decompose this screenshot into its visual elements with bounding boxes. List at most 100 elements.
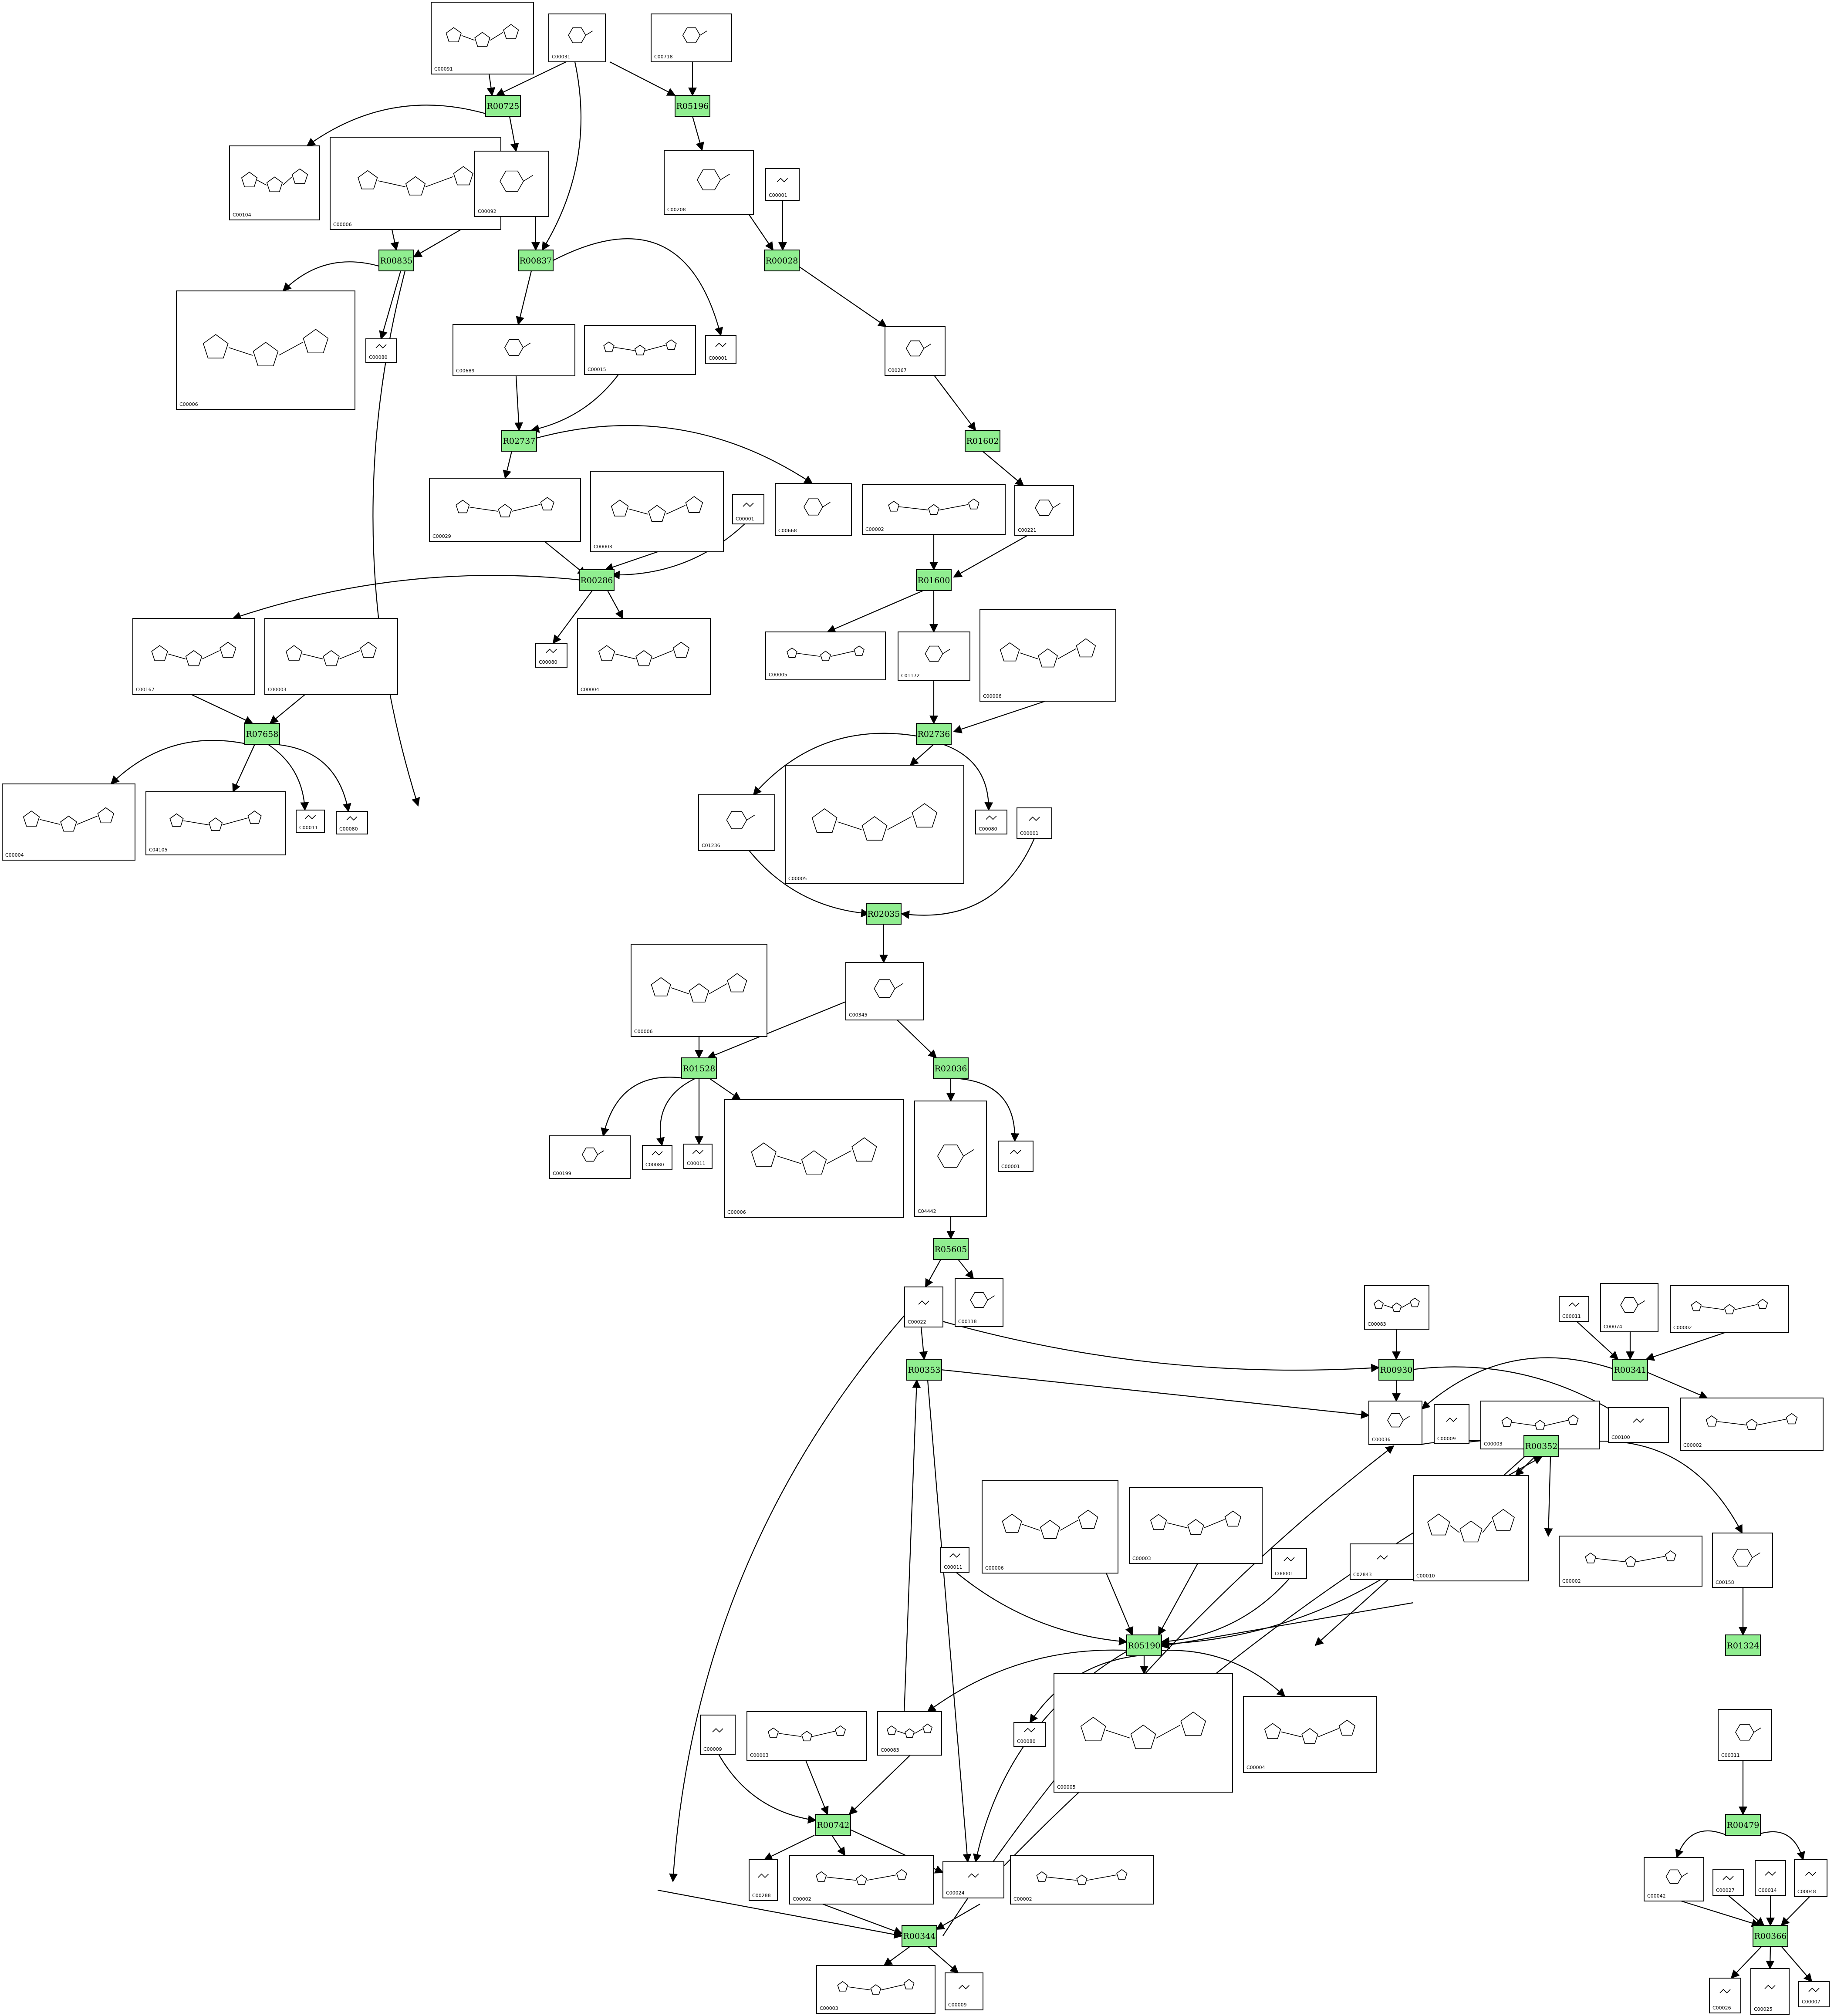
reaction-R01600[interactable]: R01600 xyxy=(916,569,952,591)
compound-C00022[interactable]: C00022 xyxy=(904,1287,943,1327)
compound-C00027[interactable]: C00027 xyxy=(1712,1869,1744,1896)
reaction-R02035[interactable]: R02035 xyxy=(866,903,902,925)
reaction-R00742[interactable]: R00742 xyxy=(815,1814,851,1836)
compound-C00004[interactable]: C00004 xyxy=(1243,1696,1377,1773)
compound-C00005[interactable]: C00005 xyxy=(785,765,964,884)
compound-C00003[interactable]: C00003 xyxy=(264,618,398,695)
reaction-R00028[interactable]: R00028 xyxy=(764,250,800,271)
compound-C00689[interactable]: C00689 xyxy=(453,324,575,376)
compound-C00011[interactable]: C00011 xyxy=(940,1547,969,1573)
reaction-R00286[interactable]: R00286 xyxy=(579,569,615,591)
compound-C00001[interactable]: C00001 xyxy=(998,1141,1034,1172)
compound-C00006[interactable]: C00006 xyxy=(724,1099,904,1218)
reaction-R00930[interactable]: R00930 xyxy=(1378,1359,1414,1381)
reaction-R00341[interactable]: R00341 xyxy=(1612,1359,1648,1381)
compound-C00015[interactable]: C00015 xyxy=(584,325,696,375)
compound-C00003[interactable]: C00003 xyxy=(590,471,724,552)
compound-C00002[interactable]: C00002 xyxy=(1670,1285,1789,1333)
compound-C00002[interactable]: C00002 xyxy=(789,1855,934,1905)
compound-C00104[interactable]: C00104 xyxy=(229,145,320,220)
compound-C00006[interactable]: C00006 xyxy=(176,290,355,410)
compound-C04442[interactable]: C04442 xyxy=(914,1101,987,1217)
reaction-R00366[interactable]: R00366 xyxy=(1753,1925,1788,1947)
reaction-R05605[interactable]: R05605 xyxy=(933,1238,969,1260)
reaction-R02736[interactable]: R02736 xyxy=(916,723,952,745)
compound-C00668[interactable]: C00668 xyxy=(775,483,852,536)
compound-C00092[interactable]: C00092 xyxy=(474,151,549,217)
compound-C00003[interactable]: C00003 xyxy=(816,1965,936,2014)
compound-C00158[interactable]: C00158 xyxy=(1712,1533,1773,1588)
compound-C00026[interactable]: C00026 xyxy=(1709,1978,1741,2013)
compound-C00718[interactable]: C00718 xyxy=(651,14,732,62)
compound-C00011[interactable]: C00011 xyxy=(296,810,325,833)
reaction-R00837[interactable]: R00837 xyxy=(518,250,554,271)
compound-C00221[interactable]: C00221 xyxy=(1014,485,1074,536)
reaction-R02737[interactable]: R02737 xyxy=(501,430,537,452)
compound-C00011[interactable]: C00011 xyxy=(683,1144,713,1169)
compound-C00009[interactable]: C00009 xyxy=(1434,1404,1469,1444)
reaction-R01528[interactable]: R01528 xyxy=(681,1057,717,1079)
compound-C00345[interactable]: C00345 xyxy=(845,962,924,1020)
compound-C00074[interactable]: C00074 xyxy=(1600,1283,1658,1332)
compound-C00080[interactable]: C00080 xyxy=(975,810,1007,834)
compound-C00199[interactable]: C00199 xyxy=(549,1135,631,1179)
compound-C00001[interactable]: C00001 xyxy=(765,168,800,201)
reaction-R00353[interactable]: R00353 xyxy=(906,1359,942,1381)
reaction-R00479[interactable]: R00479 xyxy=(1725,1814,1761,1836)
compound-C00083[interactable]: C00083 xyxy=(1364,1285,1429,1330)
compound-C00011[interactable]: C00011 xyxy=(1559,1296,1589,1322)
compound-C00004[interactable]: C00004 xyxy=(577,618,711,695)
reaction-R01324[interactable]: R01324 xyxy=(1725,1634,1761,1656)
compound-C00208[interactable]: C00208 xyxy=(664,150,754,215)
compound-C00091[interactable]: C00091 xyxy=(431,2,534,74)
compound-C00025[interactable]: C00025 xyxy=(1750,1968,1790,2015)
compound-C00080[interactable]: C00080 xyxy=(642,1145,672,1170)
compound-C00014[interactable]: C00014 xyxy=(1755,1860,1786,1896)
compound-C00267[interactable]: C00267 xyxy=(885,326,946,376)
compound-C00010[interactable]: C00010 xyxy=(1413,1475,1529,1581)
compound-C00007[interactable]: C00007 xyxy=(1798,1981,1830,2007)
reaction-R07658[interactable]: R07658 xyxy=(244,723,280,745)
reaction-R00835[interactable]: R00835 xyxy=(378,250,414,271)
compound-C00118[interactable]: C00118 xyxy=(955,1278,1003,1327)
compound-C00005[interactable]: C00005 xyxy=(765,631,886,680)
compound-C00100[interactable]: C00100 xyxy=(1608,1407,1669,1443)
compound-C00002[interactable]: C00002 xyxy=(1010,1855,1154,1905)
reaction-R02036[interactable]: R02036 xyxy=(933,1057,969,1079)
compound-C00009[interactable]: C00009 xyxy=(700,1715,736,1755)
compound-C00003[interactable]: C00003 xyxy=(1129,1487,1263,1564)
compound-C01236[interactable]: C01236 xyxy=(698,794,775,851)
compound-C00001[interactable]: C00001 xyxy=(1271,1548,1307,1579)
compound-C00002[interactable]: C00002 xyxy=(1559,1536,1702,1587)
compound-C00002[interactable]: C00002 xyxy=(1680,1398,1824,1451)
compound-C00029[interactable]: C00029 xyxy=(429,478,581,542)
compound-C00083[interactable]: C00083 xyxy=(877,1711,942,1756)
compound-C00080[interactable]: C00080 xyxy=(336,811,368,834)
reaction-R05196[interactable]: R05196 xyxy=(675,95,710,117)
compound-C00001[interactable]: C00001 xyxy=(1017,807,1052,839)
reaction-R01602[interactable]: R01602 xyxy=(965,430,1000,452)
compound-C00042[interactable]: C00042 xyxy=(1644,1857,1704,1901)
compound-C00080[interactable]: C00080 xyxy=(535,643,567,668)
compound-C02843[interactable]: C02843 xyxy=(1350,1543,1415,1580)
reaction-R00725[interactable]: R00725 xyxy=(485,95,521,117)
compound-C00002[interactable]: C00002 xyxy=(862,484,1006,535)
compound-C00005[interactable]: C00005 xyxy=(1054,1673,1233,1793)
compound-C00006[interactable]: C00006 xyxy=(982,1480,1118,1574)
compound-C00080[interactable]: C00080 xyxy=(1013,1722,1046,1747)
compound-C00036[interactable]: C00036 xyxy=(1368,1401,1422,1445)
compound-C00006[interactable]: C00006 xyxy=(631,944,767,1037)
reaction-R00352[interactable]: R00352 xyxy=(1523,1435,1559,1457)
reaction-R05190[interactable]: R05190 xyxy=(1126,1634,1162,1656)
compound-C04105[interactable]: C04105 xyxy=(145,791,286,855)
compound-C00311[interactable]: C00311 xyxy=(1718,1709,1772,1761)
reaction-R00344[interactable]: R00344 xyxy=(902,1925,937,1947)
compound-C00024[interactable]: C00024 xyxy=(942,1861,1004,1898)
compound-C00048[interactable]: C00048 xyxy=(1794,1859,1827,1897)
compound-C01172[interactable]: C01172 xyxy=(898,631,970,681)
compound-C00288[interactable]: C00288 xyxy=(749,1859,778,1901)
compound-C00006[interactable]: C00006 xyxy=(979,609,1116,702)
compound-C00003[interactable]: C00003 xyxy=(746,1711,867,1761)
compound-C00167[interactable]: C00167 xyxy=(132,618,255,695)
compound-C00001[interactable]: C00001 xyxy=(705,335,736,364)
